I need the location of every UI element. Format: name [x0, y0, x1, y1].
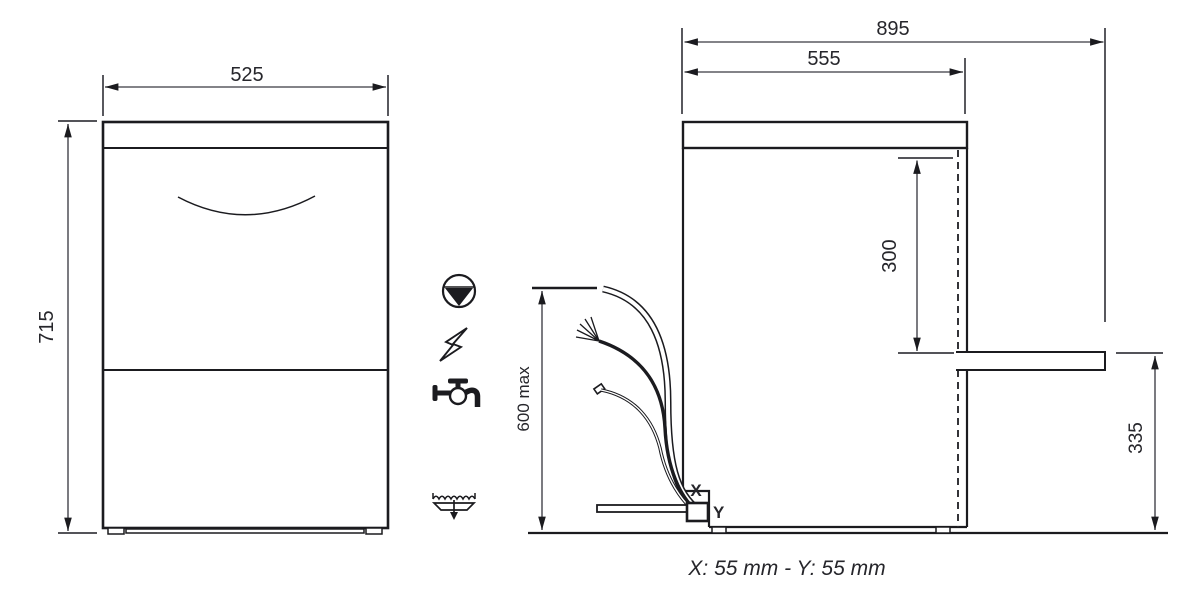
- legend-icons: [431, 273, 481, 520]
- front-left-foot: [107, 527, 125, 535]
- front-height-label: 715: [36, 310, 58, 343]
- dim-overall-depth: 895: [681, 18, 1106, 322]
- connection-box: [685, 501, 710, 523]
- floor-conduit-plate: [596, 504, 690, 513]
- water-inlet-icon: [432, 378, 481, 407]
- pump-icon-triangle: [445, 288, 473, 306]
- connection-y-label: Y: [713, 503, 725, 522]
- footnote-connections: X: 55 mm - Y: 55 mm: [687, 557, 885, 580]
- connections-reach-label: 600 max: [514, 366, 533, 432]
- tap-spout: [463, 387, 481, 407]
- front-width-label: 525: [230, 64, 263, 86]
- inlet-hose-core: [600, 389, 700, 516]
- side-right-foot: [935, 526, 951, 534]
- dim-rear-outlet-offset: 300: [879, 157, 954, 354]
- tap-valve-body: [448, 386, 468, 406]
- dim-front-width: 525: [102, 64, 389, 116]
- overall-depth-label: 895: [876, 18, 909, 40]
- outlet-height-label: 335: [1126, 422, 1147, 454]
- door-handle-arc: [177, 195, 316, 216]
- electricity-icon: [439, 327, 468, 362]
- connection-hoses: [575, 285, 702, 517]
- drain-hose-core: [602, 287, 701, 512]
- side-view: X Y: [528, 120, 1168, 535]
- pump-icon: [441, 273, 477, 309]
- side-left-foot: [711, 526, 727, 534]
- dim-connections-reach: 600 max: [514, 286, 597, 531]
- side-left-wall: [681, 148, 711, 527]
- dim-body-depth: 555: [684, 48, 966, 114]
- power-cable-frayed-wires: [575, 316, 600, 342]
- drain-outlet-pipe: [956, 351, 1106, 371]
- front-view: [101, 120, 390, 535]
- front-right-foot: [365, 527, 383, 535]
- tap-handle-stem: [455, 382, 461, 390]
- tap-fitting: [432, 385, 438, 401]
- tap-handle-bar: [448, 378, 468, 384]
- dim-outlet-height: 335: [1116, 352, 1163, 531]
- body-depth-label: 555: [807, 48, 840, 70]
- dim-front-width-extensions: [102, 75, 389, 116]
- power-cable: [598, 339, 700, 514]
- dim-front-height: 715: [36, 120, 97, 534]
- drain-icon: [431, 493, 477, 520]
- lightning-bolt: [439, 327, 468, 362]
- dim-front-height-extensions: [58, 120, 97, 534]
- drain-arrow-head: [450, 512, 458, 520]
- front-body-outline: [101, 120, 390, 530]
- drain-water-wave: [432, 495, 476, 501]
- dim-overall-depth-extensions: [681, 28, 1106, 322]
- dim-rear-outlet-extensions: [898, 157, 954, 354]
- connection-x-label: X: [690, 481, 702, 500]
- rear-outlet-offset-label: 300: [879, 239, 901, 272]
- side-top-panel: [681, 120, 969, 150]
- tap-pipe: [437, 390, 451, 396]
- front-plinth: [125, 528, 365, 534]
